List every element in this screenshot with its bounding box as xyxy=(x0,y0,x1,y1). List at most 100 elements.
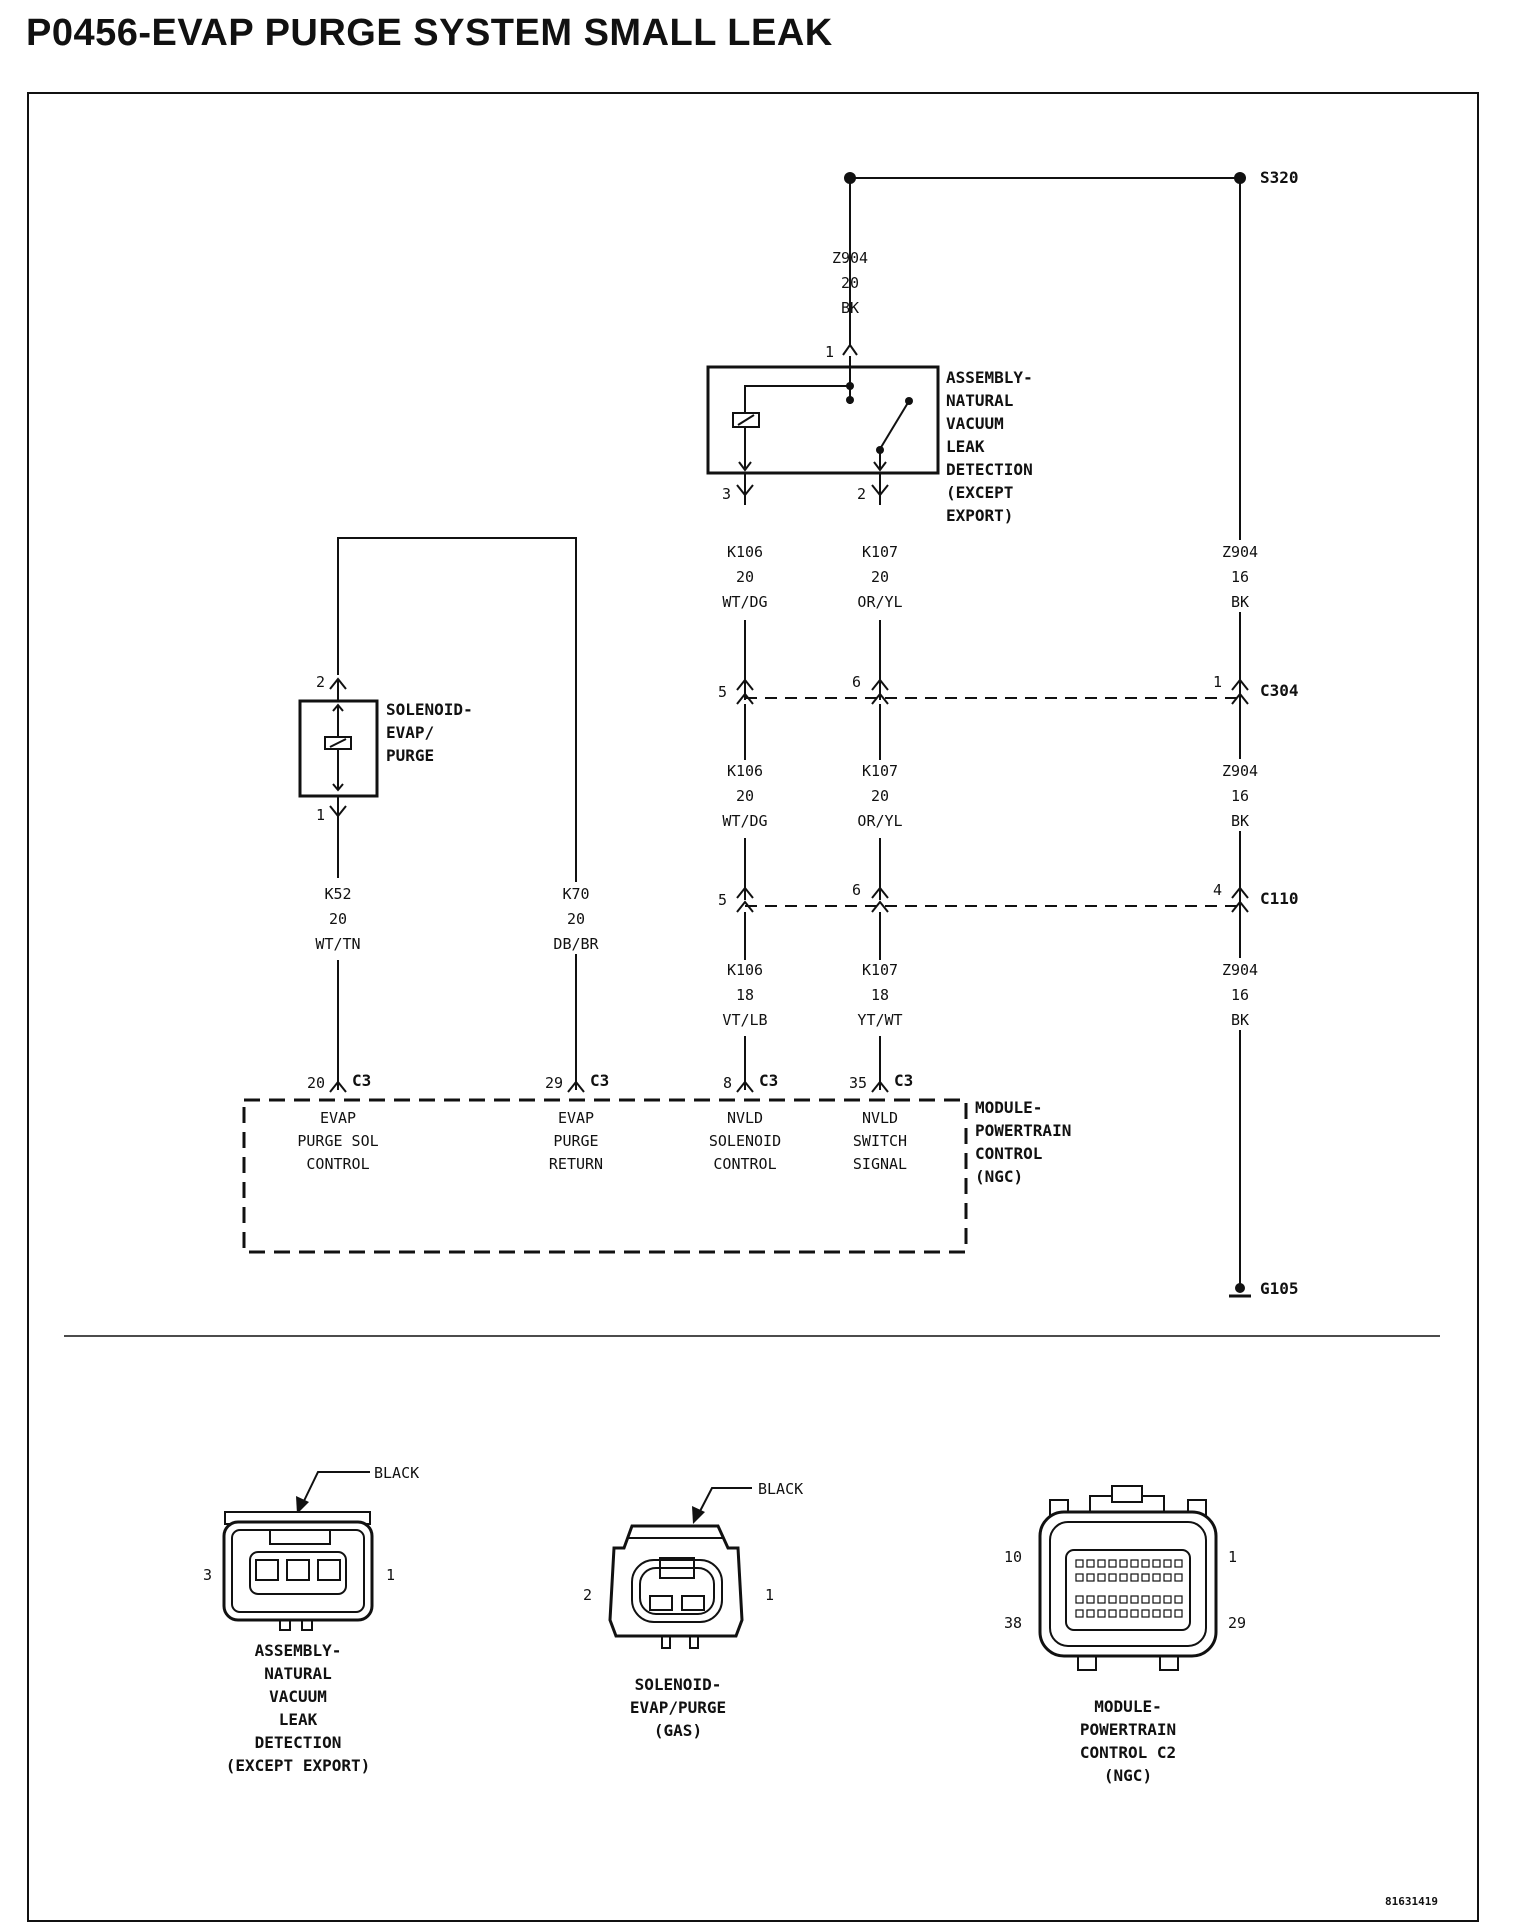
connector-view-pcm-label: MODULE- POWERTRAIN CONTROL C2 (NGC) xyxy=(1080,1697,1176,1785)
pcm-function-labels: EVAP PURGE SOL CONTROL EVAP PURGE RETURN… xyxy=(297,1109,907,1173)
svg-text:16: 16 xyxy=(1231,986,1249,1004)
svg-text:(EXCEPT EXPORT): (EXCEPT EXPORT) xyxy=(226,1756,371,1775)
svg-text:LEAK: LEAK xyxy=(946,437,985,456)
svg-text:WT/DG: WT/DG xyxy=(722,812,767,830)
svg-text:BK: BK xyxy=(1231,812,1249,830)
svg-text:BK: BK xyxy=(1231,1011,1249,1029)
connector-view-nvld-label: ASSEMBLY- NATURAL VACUUM LEAK DETECTION … xyxy=(226,1641,371,1775)
svg-text:SIGNAL: SIGNAL xyxy=(853,1155,907,1173)
svg-text:29: 29 xyxy=(1228,1614,1246,1632)
wire-label-k106-c: K106 18 VT/LB xyxy=(722,961,767,1029)
svg-text:DETECTION: DETECTION xyxy=(255,1733,342,1752)
wire-label-k52: K52 20 WT/TN xyxy=(315,885,360,953)
svg-text:SWITCH: SWITCH xyxy=(853,1132,907,1150)
connector-view-nvld: BLACK 3 1 ASSEMBLY- NATURAL VACUUM LEAK … xyxy=(203,1464,419,1775)
connector-c110: 5 6 4 C110 xyxy=(718,881,1299,913)
svg-text:WT/TN: WT/TN xyxy=(315,935,360,953)
svg-text:1: 1 xyxy=(765,1586,774,1604)
connector-view-solenoid: BLACK 2 1 SOLENOID- EVAP/PURGE (GAS) xyxy=(583,1480,803,1740)
svg-text:Z904: Z904 xyxy=(832,249,868,267)
svg-text:CONTROL: CONTROL xyxy=(306,1155,369,1173)
svg-text:C304: C304 xyxy=(1260,681,1299,700)
svg-text:EVAP: EVAP xyxy=(320,1109,356,1127)
svg-text:Z904: Z904 xyxy=(1222,543,1258,561)
svg-text:CONTROL: CONTROL xyxy=(713,1155,776,1173)
svg-text:20: 20 xyxy=(871,568,889,586)
svg-text:K52: K52 xyxy=(324,885,351,903)
splice-label: S320 xyxy=(1260,168,1299,187)
svg-text:5: 5 xyxy=(718,891,727,909)
svg-text:DETECTION: DETECTION xyxy=(946,460,1033,479)
svg-text:20: 20 xyxy=(736,568,754,586)
wire-loop-solenoid-pin2 xyxy=(337,537,577,1090)
svg-text:ASSEMBLY-: ASSEMBLY- xyxy=(946,368,1033,387)
svg-text:OR/YL: OR/YL xyxy=(857,593,902,611)
connector-view-solenoid-label: SOLENOID- EVAP/PURGE (GAS) xyxy=(630,1675,726,1740)
svg-text:2: 2 xyxy=(857,485,866,503)
svg-text:SOLENOID: SOLENOID xyxy=(709,1132,781,1150)
wire-label-z904-a: Z904 16 BK xyxy=(1218,540,1262,612)
wire-label-k106-a: K106 20 WT/DG xyxy=(722,543,767,611)
svg-text:POWERTRAIN: POWERTRAIN xyxy=(1080,1720,1176,1739)
connector-view-pcm-c2: 10 1 38 29 MODULE- POWERTRAIN CONTROL C2… xyxy=(1004,1485,1246,1785)
svg-text:BLACK: BLACK xyxy=(374,1464,419,1482)
svg-text:NVLD: NVLD xyxy=(862,1109,898,1127)
svg-text:NVLD: NVLD xyxy=(727,1109,763,1127)
diagram-frame xyxy=(27,92,1479,1922)
solenoid-label: SOLENOID- EVAP/ PURGE xyxy=(386,700,473,765)
svg-text:EVAP: EVAP xyxy=(558,1109,594,1127)
wire-label-z904-b: Z904 16 BK xyxy=(1218,759,1262,831)
figure-id: 81631419 xyxy=(1385,1895,1438,1908)
svg-text:C3: C3 xyxy=(759,1071,778,1090)
svg-text:3: 3 xyxy=(203,1566,212,1584)
splice-s320: S320 xyxy=(844,168,1299,187)
svg-text:BK: BK xyxy=(1231,593,1249,611)
svg-text:C3: C3 xyxy=(352,1071,371,1090)
svg-text:K107: K107 xyxy=(862,762,898,780)
svg-text:6: 6 xyxy=(852,673,861,691)
svg-text:K106: K106 xyxy=(727,762,763,780)
powertrain-control-module: 20 29 8 35 C3 C3 C3 C3 EVAP PURGE SOL CO… xyxy=(242,1071,1071,1254)
svg-text:OR/YL: OR/YL xyxy=(857,812,902,830)
wire-label-k107-c: K107 18 YT/WT xyxy=(857,961,902,1029)
svg-text:YT/WT: YT/WT xyxy=(857,1011,902,1029)
svg-text:16: 16 xyxy=(1231,787,1249,805)
svg-text:20: 20 xyxy=(841,274,859,292)
svg-text:K106: K106 xyxy=(727,961,763,979)
svg-text:5: 5 xyxy=(718,683,727,701)
svg-text:20: 20 xyxy=(871,787,889,805)
svg-text:C3: C3 xyxy=(590,1071,609,1090)
svg-text:PURGE: PURGE xyxy=(553,1132,598,1150)
pcm-c2-pin-grid xyxy=(1075,1559,1183,1618)
svg-text:20: 20 xyxy=(307,1074,325,1092)
svg-text:EXPORT): EXPORT) xyxy=(946,506,1013,525)
svg-text:DB/BR: DB/BR xyxy=(553,935,599,953)
svg-text:(NGC): (NGC) xyxy=(975,1167,1023,1186)
svg-text:LEAK: LEAK xyxy=(279,1710,318,1729)
svg-text:2: 2 xyxy=(583,1586,592,1604)
svg-text:1: 1 xyxy=(825,343,834,361)
svg-text:MODULE-: MODULE- xyxy=(975,1098,1042,1117)
svg-text:29: 29 xyxy=(545,1074,563,1092)
svg-text:35: 35 xyxy=(849,1074,867,1092)
svg-text:(EXCEPT: (EXCEPT xyxy=(946,483,1013,502)
svg-text:PURGE SOL: PURGE SOL xyxy=(297,1132,378,1150)
svg-text:20: 20 xyxy=(329,910,347,928)
wire-label-k107-b: K107 20 OR/YL xyxy=(857,762,902,830)
svg-text:1: 1 xyxy=(1213,673,1222,691)
connector-c304: 5 6 1 C304 xyxy=(718,673,1299,705)
svg-text:RETURN: RETURN xyxy=(549,1155,603,1173)
svg-text:K106: K106 xyxy=(727,543,763,561)
wire-label-z904-c: Z904 16 BK xyxy=(1218,958,1262,1030)
nvld-assembly: 1 3 2 ASSEMBLY- NATURAL VACUUM LEAK DETE… xyxy=(706,343,1033,525)
svg-text:ASSEMBLY-: ASSEMBLY- xyxy=(255,1641,342,1660)
svg-text:NATURAL: NATURAL xyxy=(264,1664,331,1683)
svg-text:(GAS): (GAS) xyxy=(654,1721,702,1740)
svg-text:K107: K107 xyxy=(862,543,898,561)
wire-label-k107-a: K107 20 OR/YL xyxy=(857,543,902,611)
svg-text:C110: C110 xyxy=(1260,889,1299,908)
svg-text:(NGC): (NGC) xyxy=(1104,1766,1152,1785)
svg-text:BLACK: BLACK xyxy=(758,1480,803,1498)
svg-text:6: 6 xyxy=(852,881,861,899)
